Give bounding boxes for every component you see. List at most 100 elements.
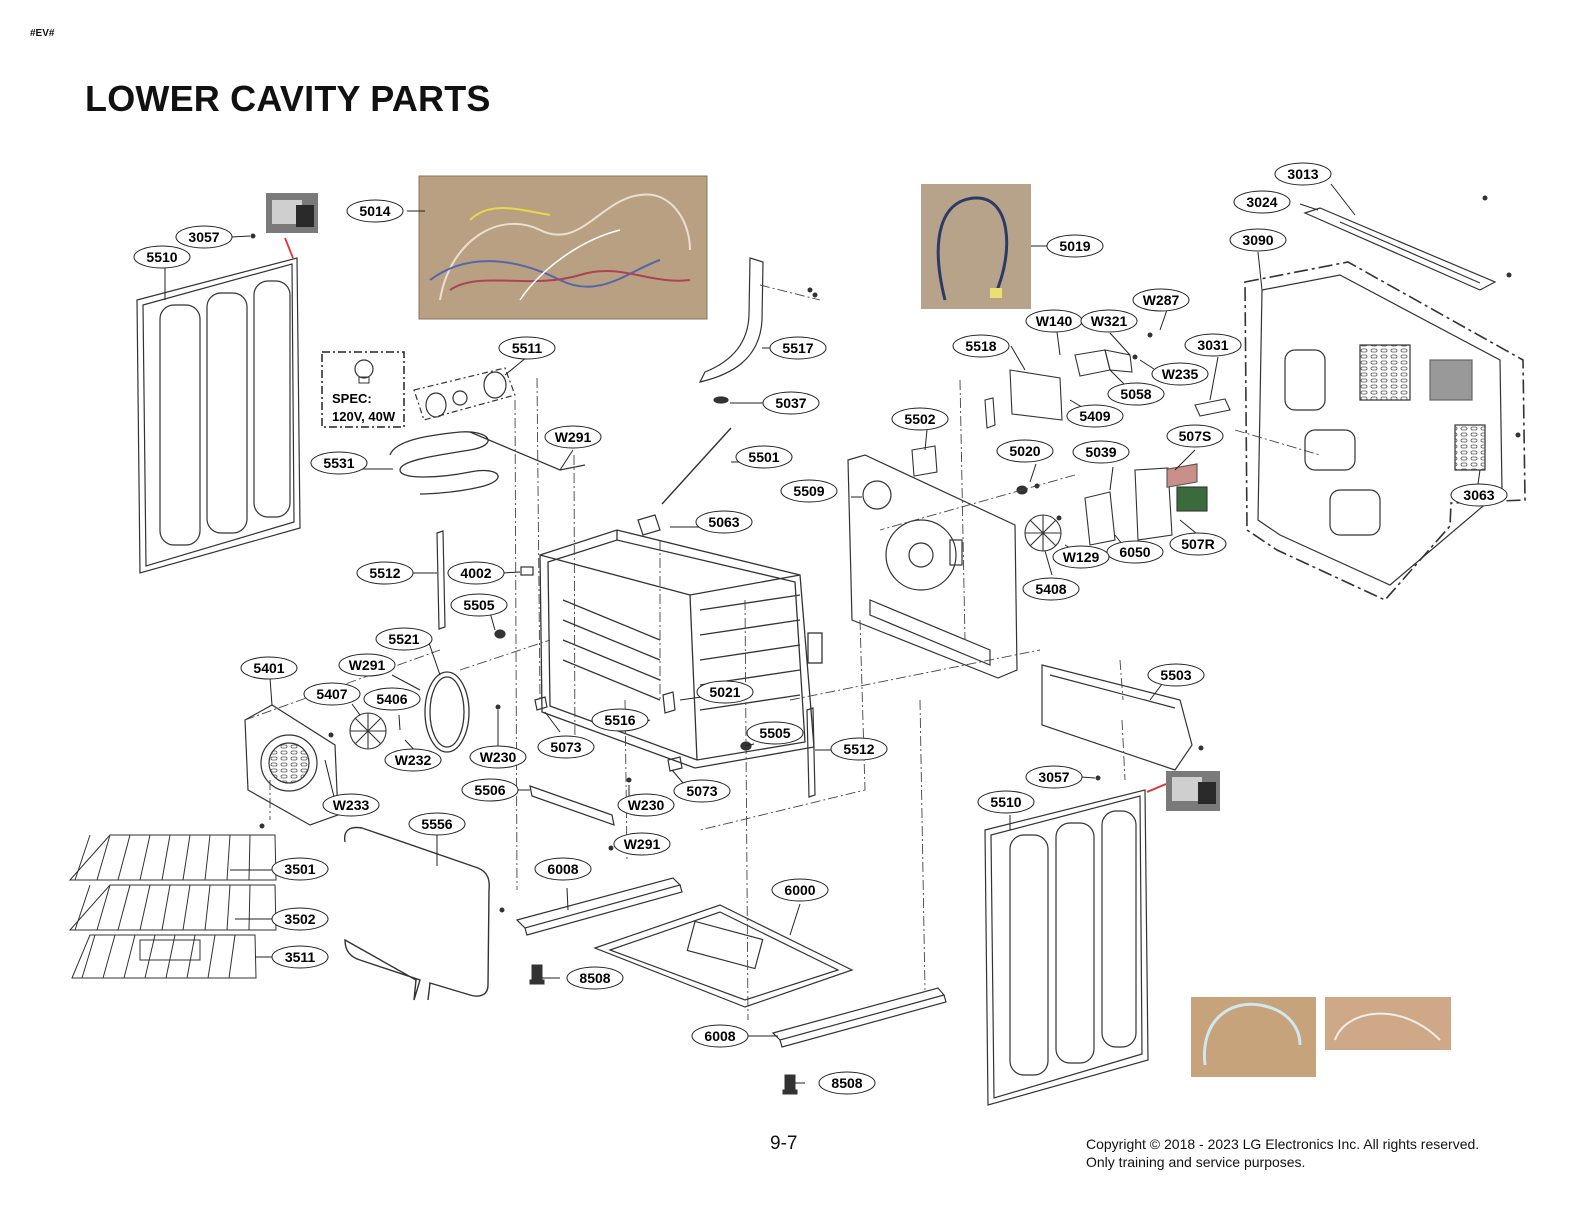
callout-5518: 5518 xyxy=(952,334,1010,358)
probe-5501-drawing xyxy=(661,427,732,505)
callout-label: 5401 xyxy=(253,660,284,676)
rear-cover-5503-drawing xyxy=(1041,664,1193,771)
callout-W230-lower: W230 xyxy=(617,793,675,817)
page-number: 9-7 xyxy=(770,1133,798,1154)
callout-5505-upper: 5505 xyxy=(450,593,508,617)
callout-label: 3063 xyxy=(1463,487,1494,503)
callout-507S: 507S xyxy=(1166,424,1224,448)
copyright-notice: Copyright © 2018 - 2023 LG Electronics I… xyxy=(1086,1135,1479,1171)
callout-label: 5510 xyxy=(146,249,177,265)
callout-label: 5020 xyxy=(1009,443,1040,459)
callout-5039: 5039 xyxy=(1072,440,1130,464)
callout-label: 5511 xyxy=(512,340,543,356)
strap-5517-drawing xyxy=(698,257,764,404)
callout-label: W291 xyxy=(349,657,386,673)
callout-5409: 5409 xyxy=(1066,404,1124,428)
callout-label: 5408 xyxy=(1035,581,1066,597)
callout-label: 6008 xyxy=(547,861,578,877)
callout-label: 4002 xyxy=(460,565,491,581)
callout-6050: 6050 xyxy=(1106,540,1164,564)
callout-label: W287 xyxy=(1143,292,1180,308)
wire-harness-photo xyxy=(418,175,708,320)
callout-5407: 5407 xyxy=(303,682,361,706)
callout-label: 507R xyxy=(1181,536,1214,552)
callout-label: 6000 xyxy=(784,882,815,898)
callout-label: 5021 xyxy=(709,684,740,700)
callout-3090: 3090 xyxy=(1229,228,1287,252)
callout-3013: 3013 xyxy=(1274,162,1332,186)
callout-W233: W233 xyxy=(322,793,380,817)
callout-label: 3057 xyxy=(1038,769,1069,785)
oven-rack-drawing xyxy=(68,834,277,979)
callout-5408: 5408 xyxy=(1022,577,1080,601)
callout-label: 5058 xyxy=(1120,386,1151,402)
gasket-photo-right xyxy=(1325,997,1451,1050)
callout-5502: 5502 xyxy=(891,407,949,431)
corner-tag: #EV# xyxy=(30,28,55,39)
callout-3502: 3502 xyxy=(271,907,329,931)
small-bracket-drawing xyxy=(494,514,752,826)
callout-label: W230 xyxy=(628,797,665,813)
callout-5521: 5521 xyxy=(375,627,433,651)
leveling-leg-drawing xyxy=(529,964,798,1095)
callout-5512-right: 5512 xyxy=(830,737,888,761)
callout-label: 5039 xyxy=(1085,444,1116,460)
callout-3063: 3063 xyxy=(1450,483,1508,507)
callout-label: 5063 xyxy=(708,514,739,530)
callout-label: 3511 xyxy=(285,949,316,965)
callout-W287: W287 xyxy=(1132,288,1190,312)
callout-W230-upper: W230 xyxy=(469,745,527,769)
slide-rail-drawing xyxy=(515,877,947,1048)
callout-5509: 5509 xyxy=(780,479,838,503)
page-title: LOWER CAVITY PARTS xyxy=(85,78,491,119)
leader-lines xyxy=(164,183,1481,1084)
callout-W321: W321 xyxy=(1080,309,1138,333)
side-rail-drawing xyxy=(436,530,816,798)
bake-element-drawing xyxy=(343,826,490,1001)
callout-label: 5518 xyxy=(965,338,996,354)
callout-5014: 5014 xyxy=(346,199,404,223)
convection-element-drawing xyxy=(424,671,470,753)
callout-label: W235 xyxy=(1162,366,1199,382)
callout-5531: 5531 xyxy=(310,451,368,475)
callout-label: W321 xyxy=(1091,313,1128,329)
callout-label: W232 xyxy=(395,752,432,768)
lamp-socket-drawing xyxy=(413,367,516,421)
callout-label: 8508 xyxy=(831,1075,862,1091)
callout-W291-upper: W291 xyxy=(544,425,602,449)
callout-label: 5505 xyxy=(759,725,790,741)
callout-3031: 3031 xyxy=(1184,333,1242,357)
callout-label: 3501 xyxy=(284,861,315,877)
outer-back-panel-drawing xyxy=(1244,261,1526,601)
callout-label: 3090 xyxy=(1242,232,1273,248)
callout-5073-upper: 5073 xyxy=(537,735,595,759)
wire-cable-photo xyxy=(921,184,1031,309)
callout-3501: 3501 xyxy=(271,857,329,881)
callout-8508-lower: 8508 xyxy=(818,1071,876,1095)
callout-label: 5406 xyxy=(376,691,407,707)
callout-507R: 507R xyxy=(1169,532,1227,556)
callout-5401: 5401 xyxy=(240,656,298,680)
callout-label: 5556 xyxy=(421,816,452,832)
callout-label: 3031 xyxy=(1197,337,1228,353)
callout-5506: 5506 xyxy=(461,778,519,802)
callout-5058: 5058 xyxy=(1107,382,1165,406)
callout-5037: 5037 xyxy=(762,391,820,415)
callout-label: 5502 xyxy=(904,411,935,427)
callout-label: 5521 xyxy=(388,631,419,647)
callout-W291-mid: W291 xyxy=(338,653,396,677)
oven-door-left-drawing xyxy=(136,257,301,574)
callout-6000: 6000 xyxy=(771,878,829,902)
callout-label: 5512 xyxy=(843,741,874,757)
callout-W235: W235 xyxy=(1151,362,1209,386)
copyright-line: Copyright © 2018 - 2023 LG Electronics I… xyxy=(1086,1136,1480,1152)
callout-W291-lower: W291 xyxy=(613,832,671,856)
callout-label: 3013 xyxy=(1287,166,1318,182)
callout-label: 5014 xyxy=(359,203,390,219)
callout-label: 6050 xyxy=(1119,544,1150,560)
door-hinge-photo-bottom xyxy=(1166,771,1220,811)
callout-label: 5503 xyxy=(1160,667,1191,683)
callout-5510-bottom: 5510 xyxy=(977,790,1035,814)
door-hinge-photo-top xyxy=(266,193,318,233)
